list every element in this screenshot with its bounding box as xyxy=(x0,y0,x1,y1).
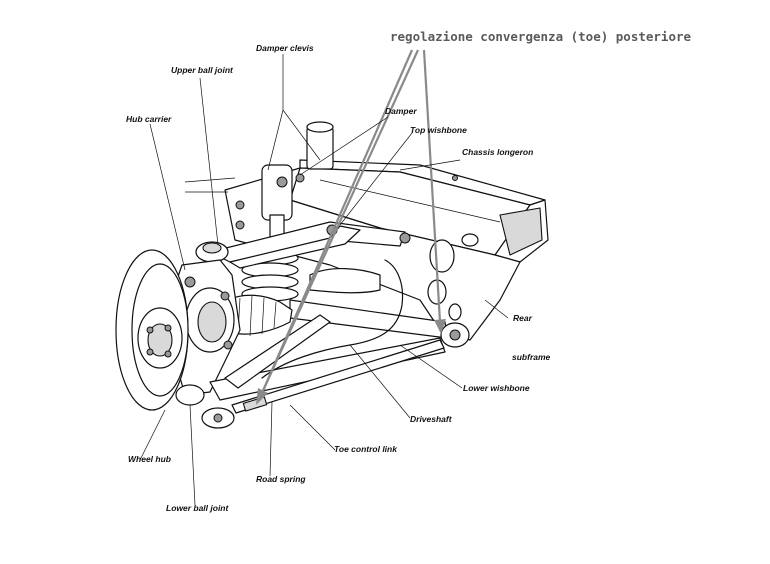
label-damper-clevis: Damper clevis xyxy=(256,43,314,53)
label-upper-ball-joint: Upper ball joint xyxy=(171,65,234,75)
toe-adjustment-arrows xyxy=(256,49,446,405)
wheel-hub-drawing xyxy=(115,249,189,411)
toe-control-link-drawing xyxy=(201,339,445,429)
lower-wishbone-drawing xyxy=(175,314,470,406)
label-driveshaft: Driveshaft xyxy=(410,414,453,424)
driveshaft-drawing xyxy=(227,267,448,339)
label-toe-control-link: Toe control link xyxy=(334,444,398,454)
brake-hose-drawing xyxy=(261,259,404,379)
label-lower-ball-joint: Lower ball joint xyxy=(166,503,230,513)
label-damper: Damper xyxy=(385,106,417,116)
label-lower-wishbone: Lower wishbone xyxy=(463,383,530,393)
label-rear-subframe-2: subframe xyxy=(512,352,551,362)
label-wheel-hub: Wheel hub xyxy=(128,454,171,464)
label-top-wishbone: Top wishbone xyxy=(410,125,467,135)
label-rear-subframe-1: Rear xyxy=(513,313,533,323)
label-hub-carrier: Hub carrier xyxy=(126,114,172,124)
label-road-spring: Road spring xyxy=(256,474,306,484)
diagram-title: regolazione convergenza (toe) posteriore xyxy=(390,29,691,44)
label-chassis-longeron: Chassis longeron xyxy=(462,147,533,157)
hub-carrier-drawing xyxy=(169,259,241,396)
leader-lines xyxy=(139,54,509,506)
